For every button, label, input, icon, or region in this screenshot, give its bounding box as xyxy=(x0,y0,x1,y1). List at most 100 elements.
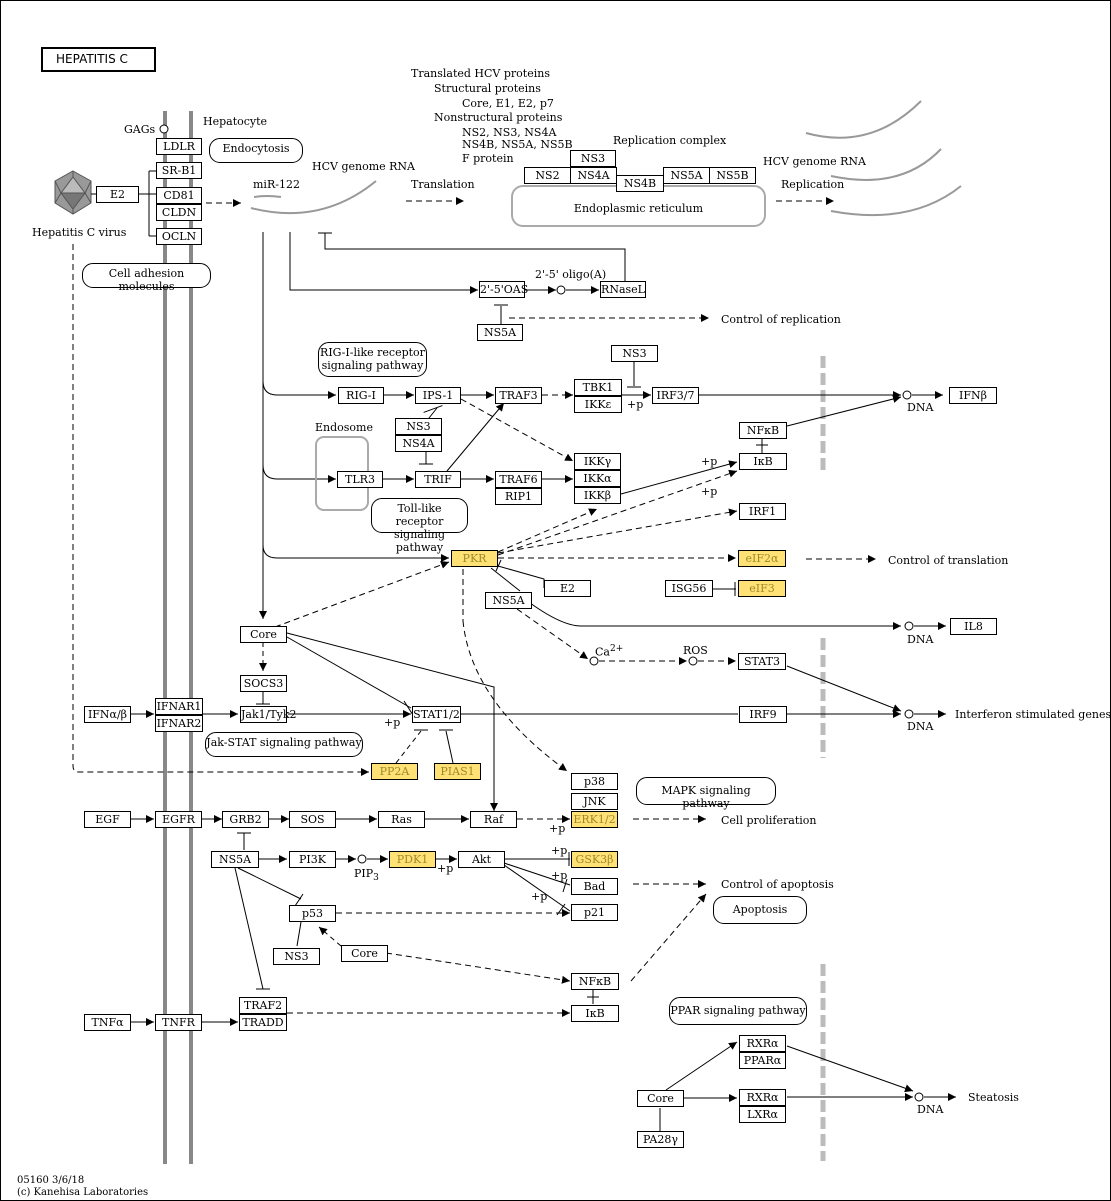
node-ifnar1[interactable]: IFNAR1 xyxy=(155,698,203,715)
node-ldlr[interactable]: LDLR xyxy=(156,138,202,155)
node-rxra-1[interactable]: RXRα xyxy=(739,1035,786,1052)
node-ikkb[interactable]: IKKβ xyxy=(574,487,621,504)
node-ns3-tbk[interactable]: NS3 xyxy=(611,345,658,362)
node-ras[interactable]: Ras xyxy=(378,811,425,828)
node-traf2[interactable]: TRAF2 xyxy=(239,997,287,1014)
node-nfkb-low[interactable]: NFκB xyxy=(571,973,619,990)
node-p53[interactable]: p53 xyxy=(289,905,336,922)
node-ns3-ips[interactable]: NS3 xyxy=(395,418,442,435)
node-egf[interactable]: EGF xyxy=(84,811,131,828)
node-pi3k[interactable]: PI3K xyxy=(289,851,336,868)
node-pdk1[interactable]: PDK1 xyxy=(389,851,436,868)
node-ns3-top[interactable]: NS3 xyxy=(570,150,616,167)
node-irf1[interactable]: IRF1 xyxy=(739,503,786,520)
node-tnfa[interactable]: TNFα xyxy=(84,1014,131,1031)
node-ns4a-ips[interactable]: NS4A xyxy=(395,435,442,452)
node-stat12[interactable]: STAT1/2 xyxy=(412,706,461,723)
node-jnk[interactable]: JNK xyxy=(571,793,618,810)
node-pp2a[interactable]: PP2A xyxy=(371,763,418,780)
node-core-ppar[interactable]: Core xyxy=(637,1090,684,1107)
node-sos[interactable]: SOS xyxy=(289,811,336,828)
label-dna-4: DNA xyxy=(917,1103,944,1116)
node-ikb-low[interactable]: IκB xyxy=(571,1005,619,1022)
node-core-low[interactable]: Core xyxy=(341,945,388,962)
node-ppara[interactable]: PPARα xyxy=(739,1052,786,1069)
ppar-pathway-link[interactable]: PPAR signaling pathway xyxy=(669,997,807,1025)
node-traf6[interactable]: TRAF6 xyxy=(495,471,542,488)
node-oas[interactable]: 2'-5'OAS xyxy=(479,281,529,298)
node-eif2a[interactable]: eIF2α xyxy=(738,550,786,567)
node-irf37[interactable]: IRF3/7 xyxy=(652,387,699,404)
cell-adhesion-pathway-link[interactable]: Cell adhesion molecules xyxy=(82,263,211,293)
node-ns5b[interactable]: NS5B xyxy=(709,167,756,184)
node-jak[interactable]: Jak1/Tyk2 xyxy=(240,706,297,723)
node-trif[interactable]: TRIF xyxy=(415,471,461,488)
node-p21[interactable]: p21 xyxy=(571,904,618,921)
jak-stat-pathway-link[interactable]: Jak-STAT signaling pathway xyxy=(205,732,363,757)
node-eif3[interactable]: eIF3 xyxy=(738,580,786,597)
node-grb2[interactable]: GRB2 xyxy=(222,811,269,828)
label-replication-complex: Replication complex xyxy=(613,134,727,147)
node-nfkb-top[interactable]: NFκB xyxy=(739,422,787,439)
node-srb1[interactable]: SR-B1 xyxy=(156,162,202,179)
endocytosis-pathway-link[interactable]: Endocytosis xyxy=(209,138,303,163)
node-pias1[interactable]: PIAS1 xyxy=(434,763,481,780)
node-e2-pkr[interactable]: E2 xyxy=(544,580,591,597)
node-akt[interactable]: Akt xyxy=(458,851,505,868)
node-gsk3b[interactable]: GSK3β xyxy=(571,851,618,868)
node-raf[interactable]: Raf xyxy=(470,811,517,828)
node-erk[interactable]: ERK1/2 xyxy=(571,811,618,828)
node-ns4b[interactable]: NS4B xyxy=(616,175,664,192)
toll-receptor-pathway-link[interactable]: Toll-like receptor signaling pathway xyxy=(371,498,468,554)
node-e2-virus[interactable]: E2 xyxy=(96,186,139,203)
node-ikka[interactable]: IKKα xyxy=(574,470,621,487)
ca-text: Ca xyxy=(595,645,610,659)
rig-receptor-pathway-link[interactable]: RIG-I-like receptor signaling pathway xyxy=(318,342,427,377)
node-tbk1[interactable]: TBK1 xyxy=(574,379,622,396)
node-rig1[interactable]: RIG-I xyxy=(338,387,384,404)
node-rxra-2[interactable]: RXRα xyxy=(739,1089,786,1106)
node-ocln[interactable]: OCLN xyxy=(156,228,202,245)
node-pkr[interactable]: PKR xyxy=(451,550,498,567)
node-egfr[interactable]: EGFR xyxy=(155,811,202,828)
node-socs3[interactable]: SOCS3 xyxy=(240,675,287,692)
node-ifnar2[interactable]: IFNAR2 xyxy=(155,715,203,732)
label-f-protein: F protein xyxy=(462,152,514,165)
node-ikke[interactable]: IKKε xyxy=(574,396,622,413)
node-il8[interactable]: IL8 xyxy=(950,618,997,635)
node-ns5a-pkr[interactable]: NS5A xyxy=(485,592,532,609)
node-tlr3[interactable]: TLR3 xyxy=(337,471,383,488)
node-ns5a-top[interactable]: NS5A xyxy=(663,167,710,184)
node-ns5a-low[interactable]: NS5A xyxy=(211,851,259,868)
node-irf9[interactable]: IRF9 xyxy=(739,706,787,723)
node-core-mid[interactable]: Core xyxy=(240,626,287,643)
node-ns3-low[interactable]: NS3 xyxy=(273,948,320,965)
label-dna-3: DNA xyxy=(907,720,934,733)
node-lxra[interactable]: LXRα xyxy=(739,1106,786,1123)
node-ifnab[interactable]: IFNα/β xyxy=(84,706,131,723)
gags-circle xyxy=(159,124,169,134)
node-ns4a-top[interactable]: NS4A xyxy=(570,167,617,184)
label-isg: Interferon stimulated genes xyxy=(955,708,1111,721)
node-bad[interactable]: Bad xyxy=(571,878,618,895)
node-tnfr[interactable]: TNFR xyxy=(155,1014,202,1031)
node-rnasel[interactable]: RNaseL xyxy=(600,281,646,298)
node-stat3[interactable]: STAT3 xyxy=(738,653,786,670)
mapk-pathway-link[interactable]: MAPK signaling pathway xyxy=(636,777,776,810)
node-cldn[interactable]: CLDN xyxy=(156,204,202,221)
node-tradd[interactable]: TRADD xyxy=(239,1014,287,1031)
node-ns2[interactable]: NS2 xyxy=(524,167,571,184)
node-isg56[interactable]: ISG56 xyxy=(665,580,713,597)
apoptosis-pathway-link[interactable]: Apoptosis xyxy=(713,896,807,924)
node-ikb-top[interactable]: IκB xyxy=(739,453,787,470)
node-traf3[interactable]: TRAF3 xyxy=(495,387,542,404)
node-cd81[interactable]: CD81 xyxy=(156,187,202,204)
node-ns5a-oas[interactable]: NS5A xyxy=(477,324,523,341)
hcv-rna-curve-1 xyxy=(250,180,377,215)
node-ifnb[interactable]: IFNβ xyxy=(949,387,997,404)
node-rip1[interactable]: RIP1 xyxy=(495,488,542,505)
node-ips1[interactable]: IPS-1 xyxy=(415,387,461,404)
node-p38[interactable]: p38 xyxy=(571,773,618,790)
node-pa28[interactable]: PA28γ xyxy=(637,1131,684,1148)
node-ikkg[interactable]: IKKγ xyxy=(574,453,621,470)
